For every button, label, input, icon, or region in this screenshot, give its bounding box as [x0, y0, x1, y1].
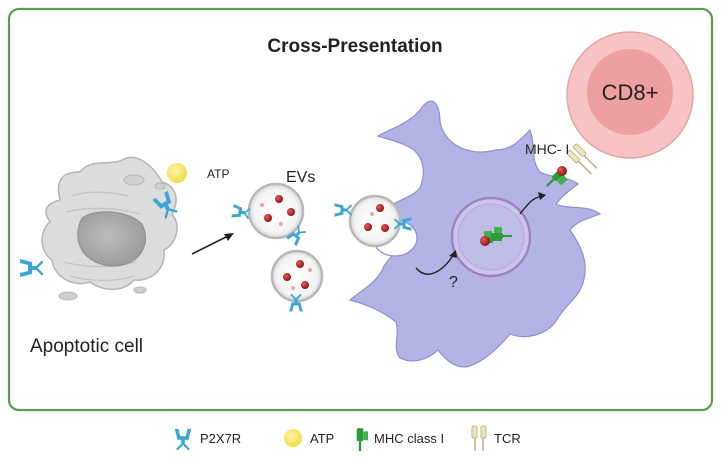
tcr-icon — [471, 425, 487, 451]
mhc-label: MHC- I — [525, 141, 569, 157]
apoptotic-cell-label: Apoptotic cell — [30, 336, 143, 357]
p2x7r-icon — [173, 427, 193, 451]
atp-label: ATP — [207, 167, 229, 181]
legend-label-atp: ATP — [310, 430, 335, 446]
release-arrow — [191, 233, 234, 255]
legend-item-atp: ATP — [282, 416, 334, 460]
legend-item-tcr: TCR — [470, 416, 521, 460]
evs-label: EVs — [286, 169, 315, 186]
cd8-t-cell — [566, 31, 694, 159]
ev-vesicle-3 — [348, 194, 402, 248]
apoptotic-nucleus — [77, 211, 146, 267]
endosome — [450, 196, 532, 278]
p2x7r-icon — [333, 202, 352, 218]
atp-molecule — [167, 163, 187, 183]
mhc-class-i-icon — [356, 428, 368, 452]
p2x7r-icon — [18, 257, 44, 279]
legend-item-p2x7r: P2X7R — [172, 416, 241, 460]
legend-label-mhc: MHC class I — [374, 430, 445, 446]
legend-item-mhc: MHC class I — [352, 416, 444, 460]
legend-label-p2x7r: P2X7R — [200, 430, 242, 446]
p2x7r-icon — [230, 203, 251, 222]
apoptotic-cell — [41, 156, 178, 301]
ev-vesicle-1 — [247, 182, 305, 240]
diagram-title: Cross-Presentation — [267, 36, 442, 57]
tcr-receptor — [566, 143, 598, 175]
legend: P2X7R ATP MHC class I TCR — [0, 416, 721, 460]
diagram-frame — [7, 7, 714, 412]
ev-vesicle-2 — [270, 249, 324, 303]
cd8-label: CD8+ — [602, 80, 659, 105]
atp-icon — [284, 429, 302, 447]
uptake-arrow — [415, 253, 455, 275]
question-mark: ? — [449, 274, 458, 291]
legend-label-tcr: TCR — [494, 430, 521, 446]
